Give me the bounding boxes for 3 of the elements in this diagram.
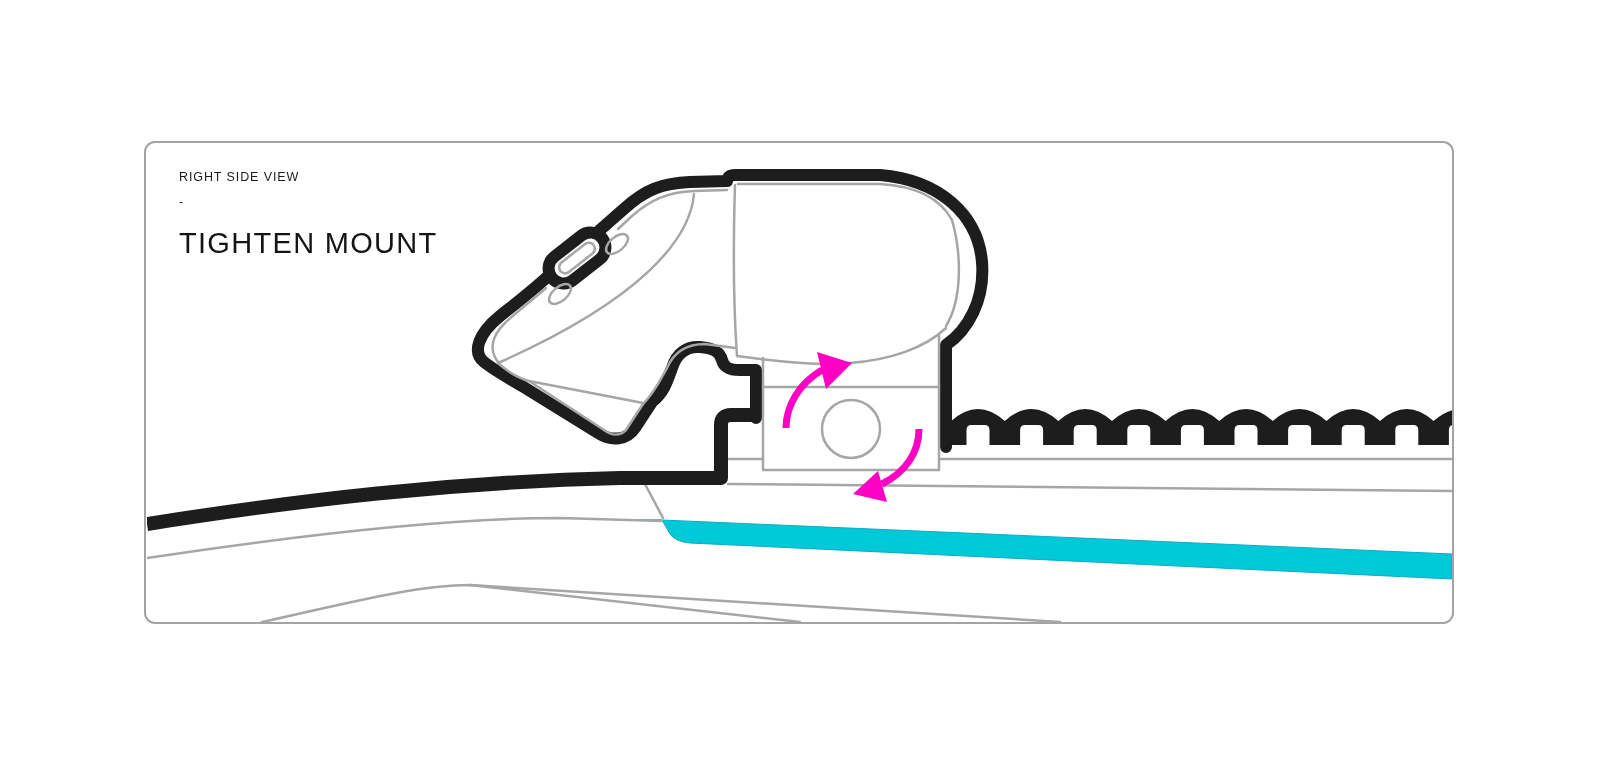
view-label: RIGHT SIDE VIEW <box>179 171 300 184</box>
separator-dash: - <box>179 196 185 209</box>
step-title: TIGHTEN MOUNT <box>179 228 438 258</box>
